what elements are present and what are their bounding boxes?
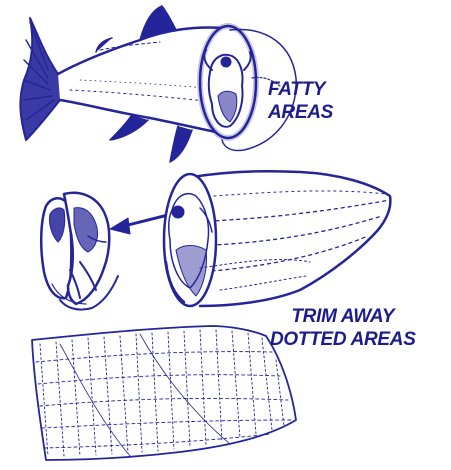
fillet-section-icon [164, 171, 390, 306]
fish-tail-icon [20, 18, 60, 140]
arrow-left-icon [110, 214, 172, 234]
steaks-and-section [41, 171, 390, 309]
trim-away-line-1: TRIM AWAY [270, 305, 416, 328]
fatty-areas-line-2: AREAS [268, 101, 333, 124]
fish-steaks-icon [41, 193, 118, 310]
fatty-areas-line-1: FATTY [268, 78, 333, 101]
fatty-areas-label: FATTY AREAS [268, 78, 333, 124]
trimmed-fillet-icon [32, 326, 296, 460]
trim-away-label: TRIM AWAY DOTTED AREAS [270, 305, 416, 351]
whole-fish [20, 6, 296, 162]
trim-away-line-2: DOTTED AREAS [270, 328, 416, 351]
